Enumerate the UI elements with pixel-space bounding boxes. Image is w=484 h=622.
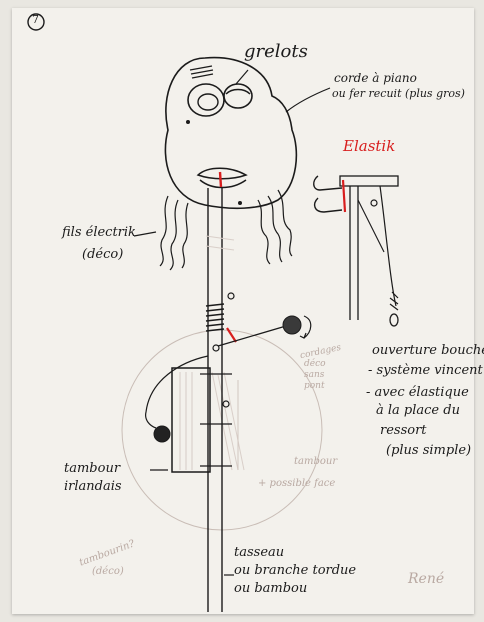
- drum-pencil-shade: [180, 372, 192, 470]
- right-eye-lid: [226, 90, 250, 95]
- wire-left-3: [182, 203, 188, 268]
- label-tasseau-2: ou branche tordue: [234, 564, 356, 578]
- faint-cordage-4: pont: [304, 382, 325, 392]
- head-dot-2: [238, 201, 242, 205]
- label-ouverture-3: - avec élastique: [366, 386, 469, 400]
- left-eye-pupil: [198, 94, 218, 110]
- wire-right-2: [268, 196, 282, 262]
- detail-red-elastic: [343, 180, 345, 212]
- mouth-red-mark: [220, 172, 221, 187]
- label-fils-2: (déco): [82, 248, 123, 262]
- signature: René: [408, 572, 444, 587]
- label-fils-1: fils électrik: [62, 226, 136, 240]
- detail-string: [358, 200, 384, 252]
- pole-ring-1: [228, 293, 234, 299]
- lever-ball: [283, 316, 301, 334]
- label-corde-1: corde à piano: [334, 72, 417, 85]
- label-grelots: grelots: [244, 42, 308, 62]
- grelot-hatch: [190, 66, 213, 78]
- label-ouverture-2: - système vincent: [368, 364, 483, 378]
- detail-spring: [390, 292, 398, 310]
- label-tambour-2: irlandais: [64, 480, 122, 494]
- label-tambour-1: tambour: [64, 462, 120, 476]
- faint-tambour-2: + possible face: [258, 478, 335, 489]
- pencil-hatching: [212, 372, 244, 470]
- drum-box: [172, 368, 210, 472]
- faint-left-2: (déco): [92, 566, 124, 577]
- wire-right-1: [258, 200, 270, 264]
- mouth-upper: [198, 168, 246, 179]
- detail-bar: [340, 176, 398, 186]
- faint-tambour-1: tambour: [294, 456, 337, 467]
- grelots-pointer: [236, 70, 248, 84]
- pencil-head-mark: [206, 236, 234, 250]
- detail-jaw-top: [314, 176, 342, 190]
- page-number: 7: [32, 14, 39, 26]
- label-tasseau-3: ou bambou: [234, 582, 307, 596]
- detail-jaw-bottom: [315, 198, 342, 212]
- detail-pull-wire: [380, 186, 396, 306]
- label-ouverture-5: ressort: [380, 424, 427, 438]
- elastik-detail: [314, 176, 398, 326]
- label-elastik: Elastik: [343, 138, 395, 155]
- faint-cordage-2: déco: [304, 360, 326, 370]
- drum-beater: [154, 426, 170, 442]
- label-ouverture-4: à la place du: [376, 404, 460, 418]
- label-tasseau-1: tasseau: [234, 546, 284, 560]
- head-dot-1: [186, 120, 190, 124]
- corde-pointer: [286, 88, 330, 112]
- puppet-head: [165, 58, 296, 209]
- fils-pointer: [134, 232, 156, 236]
- detail-pivot: [371, 200, 377, 206]
- detail-ring: [390, 314, 398, 326]
- label-corde-2: ou fer recuit (plus gros): [332, 88, 465, 100]
- faint-cordage-3: sans: [304, 371, 324, 381]
- wire-left-2: [170, 200, 178, 270]
- pull-string: [146, 356, 208, 428]
- label-ouverture-1: ouverture bouche: [372, 344, 484, 358]
- wire-left-1: [160, 196, 168, 266]
- left-eye: [188, 84, 224, 116]
- label-ouverture-6: (plus simple): [386, 444, 471, 458]
- lever-arrow: [300, 316, 311, 338]
- mouth-lower: [200, 180, 246, 188]
- right-eye: [224, 84, 252, 108]
